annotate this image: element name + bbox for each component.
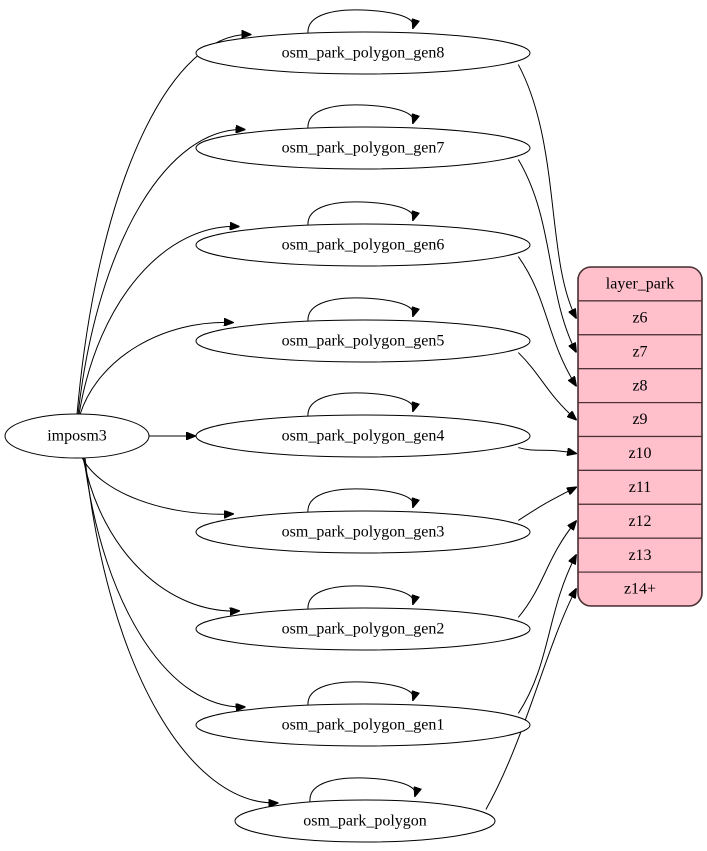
node-gen1[interactable]: osm_park_polygon_gen1 (195, 703, 531, 747)
node-label-gen2: osm_park_polygon_gen2 (282, 621, 445, 638)
table-row-rect-z14+[interactable] (578, 571, 702, 606)
table-outline (577, 266, 703, 607)
node-ellipse-gen1[interactable] (195, 703, 531, 747)
node-imposm3[interactable]: imposm3 (4, 413, 150, 459)
table-row-rect-z9[interactable] (578, 402, 702, 438)
node-label-imposm3: imposm3 (47, 428, 107, 445)
edge-gen2-to-row-z12[interactable] (517, 521, 576, 618)
node-label-gen3: osm_park_polygon_gen3 (282, 524, 445, 541)
edge-gen5-to-row-z9[interactable] (517, 352, 576, 420)
node-gen8[interactable]: osm_park_polygon_gen8 (195, 31, 531, 75)
table-row-z11[interactable]: z11 (578, 469, 702, 505)
edge-imposm3-to-gen8[interactable] (76, 34, 250, 415)
edges-from-imposm3 (76, 34, 277, 803)
self-loop-gen4[interactable] (307, 392, 413, 418)
table-row-z8[interactable]: z8 (578, 368, 702, 404)
self-loop-gen1[interactable] (307, 681, 413, 707)
node-label-gen1: osm_park_polygon_gen1 (282, 717, 445, 734)
table-row-label-z8: z8 (632, 377, 647, 394)
edge-imposm3-to-base[interactable] (84, 457, 277, 803)
node-label-gen5: osm_park_polygon_gen5 (282, 333, 445, 350)
node-ellipse-gen5[interactable] (195, 319, 531, 363)
node-ellipse-gen7[interactable] (195, 126, 531, 170)
table-row-z12[interactable]: z12 (578, 503, 702, 539)
table-row-label-z7: z7 (632, 343, 647, 360)
edge-imposm3-to-gen2[interactable] (82, 457, 239, 612)
table-row-label-z13: z13 (628, 547, 651, 564)
node-gen3[interactable]: osm_park_polygon_gen3 (195, 510, 531, 554)
edge-gen8-to-row-z6[interactable] (517, 64, 576, 318)
self-loop-gen3[interactable] (307, 488, 413, 514)
node-ellipse-gen8[interactable] (195, 31, 531, 75)
node-ellipse-base[interactable] (234, 799, 496, 843)
node-gen5[interactable]: osm_park_polygon_gen5 (195, 319, 531, 363)
ellipse-nodes: imposm3 osm_park_polygon_gen8 osm_park_pol… (4, 31, 531, 843)
self-loop-base[interactable] (309, 777, 415, 803)
layer-park-table: layer_park z6 z7 z8 z9 z10 z11 z12 z13 z14+ (577, 266, 703, 607)
node-gen4[interactable]: osm_park_polygon_gen4 (195, 414, 531, 458)
edge-imposm3-to-gen5[interactable] (79, 322, 233, 415)
node-label-base: osm_park_polygon (303, 813, 427, 830)
table-header-cell[interactable]: layer_park (578, 267, 702, 302)
self-loop-gen6[interactable] (307, 201, 413, 227)
table-row-rect-z11[interactable] (578, 469, 702, 505)
edge-gen4-to-row-z10[interactable] (518, 447, 576, 454)
edge-base-to-row-z14+[interactable] (485, 589, 576, 810)
table-row-z6[interactable]: z6 (578, 300, 702, 336)
node-gen2[interactable]: osm_park_polygon_gen2 (195, 607, 531, 651)
table-row-label-z12: z12 (628, 513, 651, 530)
node-ellipse-gen3[interactable] (195, 510, 531, 554)
edge-imposm3-to-gen3[interactable] (81, 457, 233, 515)
node-base[interactable]: osm_park_polygon (234, 799, 496, 843)
table-header-label: layer_park (606, 276, 674, 293)
table-row-z9[interactable]: z9 (578, 402, 702, 438)
node-ellipse-gen6[interactable] (195, 223, 531, 267)
table-row-z14+[interactable]: z14+ (578, 571, 702, 606)
self-loop-gen7[interactable] (307, 104, 413, 130)
edge-imposm3-to-gen7[interactable] (77, 129, 245, 415)
node-ellipse-gen2[interactable] (195, 607, 531, 651)
edge-gen1-to-row-z13[interactable] (517, 555, 576, 714)
table-row-label-z6: z6 (632, 310, 647, 327)
edge-gen7-to-row-z7[interactable] (517, 159, 576, 352)
table-row-rect-z10[interactable] (578, 435, 702, 472)
table-row-label-z10: z10 (628, 445, 651, 462)
node-gen7[interactable]: osm_park_polygon_gen7 (195, 126, 531, 170)
node-ellipse-imposm3[interactable] (4, 413, 150, 459)
node-label-gen6: osm_park_polygon_gen6 (282, 237, 445, 254)
self-loop-gen5[interactable] (307, 297, 413, 323)
table-row-rect-z7[interactable] (578, 334, 702, 370)
node-gen6[interactable]: osm_park_polygon_gen6 (195, 223, 531, 267)
table-row-z13[interactable]: z13 (578, 537, 702, 573)
edge-gen3-to-row-z11[interactable] (518, 487, 576, 521)
node-label-gen8: osm_park_polygon_gen8 (282, 45, 445, 62)
node-label-gen4: osm_park_polygon_gen4 (282, 428, 445, 445)
table-row-z10[interactable]: z10 (578, 435, 702, 472)
node-label-gen7: osm_park_polygon_gen7 (282, 140, 445, 157)
node-ellipse-gen4[interactable] (195, 414, 531, 458)
edge-imposm3-to-gen6[interactable] (78, 226, 239, 415)
edges-to-layer-park (485, 64, 576, 810)
edge-imposm3-to-gen1[interactable] (83, 457, 245, 708)
table-row-z7[interactable]: z7 (578, 334, 702, 370)
self-loop-gen2[interactable] (307, 585, 413, 611)
table-row-rect-z12[interactable] (578, 503, 702, 539)
self-loop-gen8[interactable] (307, 9, 413, 35)
table-row-label-z11: z11 (629, 479, 652, 496)
table-row-rect-z13[interactable] (578, 537, 702, 573)
table-row-label-z9: z9 (632, 411, 647, 428)
table-row-label-z14+: z14+ (624, 581, 656, 598)
edge-gen6-to-row-z8[interactable] (517, 256, 576, 386)
self-loop-edges (307, 9, 415, 803)
